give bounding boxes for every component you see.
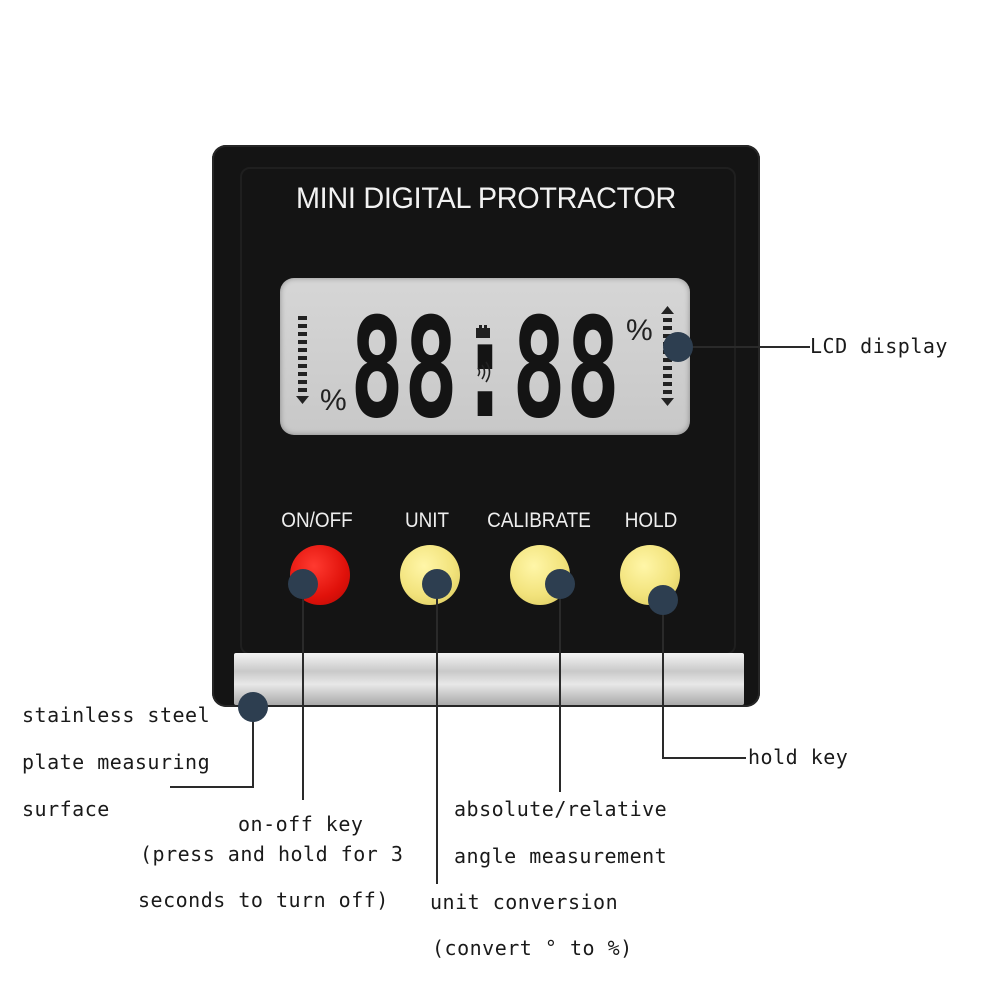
unit-callout-line (436, 584, 438, 884)
device-title: MINI DIGITAL PROTRACTOR (295, 182, 677, 215)
calibrate-key-label: CALIBRATE (487, 509, 591, 532)
steel-annotation-line2: plate measuring (22, 750, 211, 774)
lcd-display-annotation: LCD display (810, 334, 948, 358)
onoff-annotation-line1: on-off key (238, 812, 364, 836)
lcd-segments: % 88:88 % (296, 288, 674, 435)
steel-annotation-line3: surface (22, 797, 110, 821)
lcd-left-level-bar (296, 316, 309, 404)
stainless-steel-plate (234, 653, 744, 705)
lcd-percent-right: % (626, 314, 653, 347)
lcd-percent-left: % (320, 384, 347, 417)
onoff-key-label: ON/OFF (281, 509, 353, 532)
onoff-annotation-line2: (press and hold for 3 (140, 842, 404, 866)
unit-annotation-line1: unit conversion (430, 890, 619, 914)
unit-annotation-line2: (convert ° to %) (432, 936, 633, 960)
battery-icon (476, 325, 490, 338)
unit-marker-dot (422, 569, 452, 599)
buzzer-icon (477, 361, 491, 383)
calibrate-annotation-line1: absolute/relative (454, 797, 668, 821)
hold-key-annotation: hold key (748, 745, 849, 769)
onoff-marker-dot (288, 569, 318, 599)
steel-marker-dot (238, 692, 268, 722)
calibrate-callout-line (559, 584, 561, 792)
unit-key-label: UNIT (404, 509, 450, 532)
onoff-annotation-line3: seconds to turn off) (138, 888, 389, 912)
hold-callout-line-h (662, 757, 746, 759)
hold-marker-dot (648, 585, 678, 615)
steel-callout-line-v (252, 707, 254, 787)
hold-callout-line-v (662, 600, 664, 758)
lcd-callout-line (678, 346, 810, 348)
lcd-marker-dot (663, 332, 693, 362)
calibrate-marker-dot (545, 569, 575, 599)
onoff-callout-line (302, 584, 304, 800)
lcd-digit-reading: 88:88 (350, 288, 620, 435)
lcd-display: % 88:88 % (280, 278, 690, 435)
hold-key-label: HOLD (624, 509, 678, 532)
calibrate-annotation-line2: angle measurement (454, 844, 668, 868)
steel-annotation-line1: stainless steel (22, 703, 211, 727)
protractor-device: MINI DIGITAL PROTRACTOR % 88:88 (212, 145, 760, 707)
steel-callout-line-h (170, 786, 254, 788)
